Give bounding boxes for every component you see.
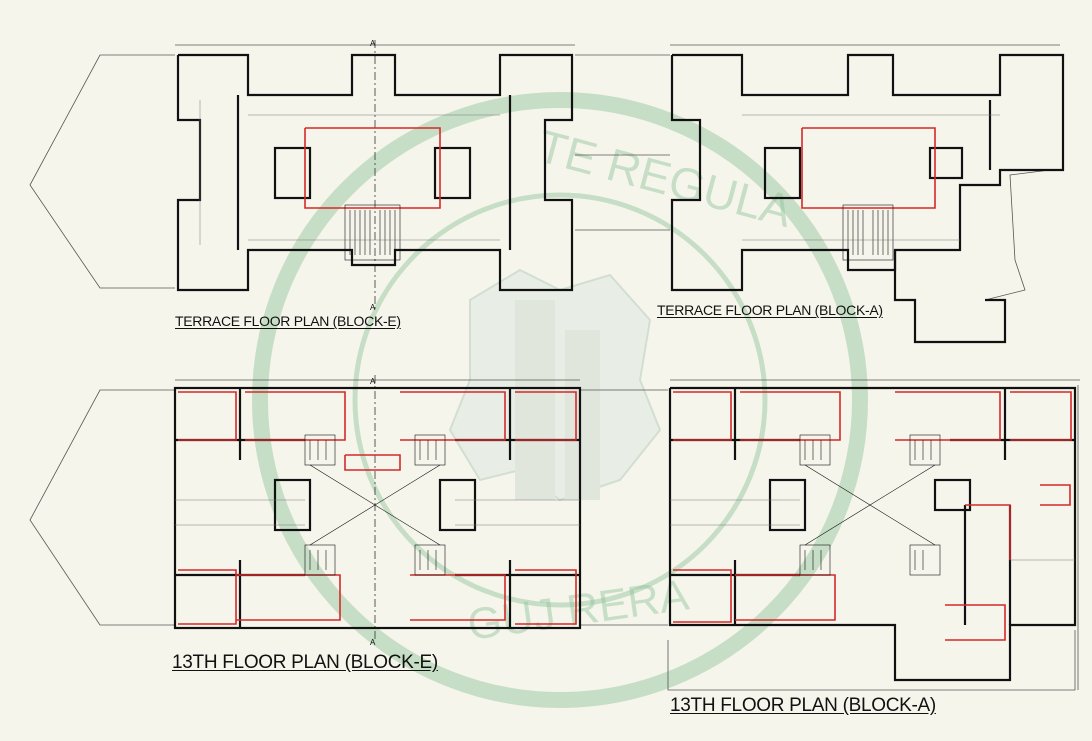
section-marker-a-bottom-2: A xyxy=(370,638,376,647)
section-marker-a-top-1: A xyxy=(370,39,376,48)
title-13th-floor-block-e: 13TH FLOOR PLAN (BLOCK-E) xyxy=(172,652,438,673)
section-marker-a-top-2: A xyxy=(370,303,376,312)
plan-terrace-block-e xyxy=(176,53,574,292)
plan-13th-floor-block-e xyxy=(173,386,582,630)
title-terrace-block-a: TERRACE FLOOR PLAN (BLOCK-A) xyxy=(657,302,883,318)
section-marker-a-bottom-1: A xyxy=(370,377,376,386)
rera-watermark xyxy=(252,92,868,708)
plan-terrace-block-a xyxy=(670,53,1065,344)
watermark-text-lower: GUJ RERA xyxy=(465,570,693,650)
plan-13th-floor-block-a xyxy=(668,386,1077,682)
title-terrace-block-e: TERRACE FLOOR PLAN (BLOCK-E) xyxy=(175,313,401,329)
title-13th-floor-block-a: 13TH FLOOR PLAN (BLOCK-A) xyxy=(670,695,936,716)
